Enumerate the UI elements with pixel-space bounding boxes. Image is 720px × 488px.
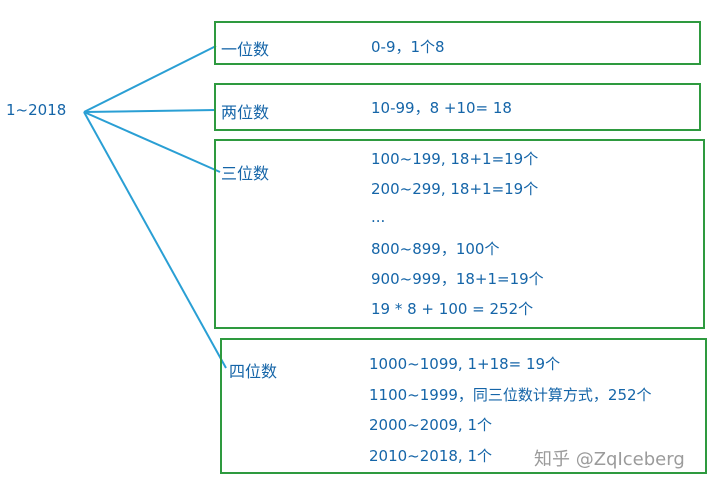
- group-box-4-digit: [220, 338, 707, 474]
- group-line: 1000~1099, 1+18= 19个: [369, 355, 561, 373]
- group-line: 200~299, 18+1=19个: [371, 180, 539, 198]
- root-label: 1~2018: [6, 101, 67, 119]
- group-line: ...: [371, 208, 386, 226]
- watermark: 知乎 @ZqIceberg: [534, 449, 685, 470]
- group-line: 1100~1999，同三位数计算方式，252个: [369, 386, 652, 404]
- connector-4-digit: [83, 111, 227, 369]
- group-line: 0-9，1个8: [371, 38, 445, 56]
- group-box-3-digit: [214, 139, 705, 329]
- group-title-3-digit: 三位数: [221, 164, 270, 183]
- group-box-1-digit: [214, 21, 701, 65]
- group-title-1-digit: 一位数: [221, 40, 270, 59]
- group-line: 2000~2009, 1个: [369, 416, 492, 434]
- group-title-2-digit: 两位数: [221, 103, 270, 122]
- group-line: 10-99，8 +10= 18: [371, 99, 512, 117]
- group-line: 900~999，18+1=19个: [371, 270, 544, 288]
- connector-2-digit: [83, 109, 217, 113]
- connector-1-digit: [83, 45, 217, 113]
- group-line: 100~199, 18+1=19个: [371, 150, 539, 168]
- group-line: 800~899，100个: [371, 240, 500, 258]
- connector-3-digit: [83, 111, 221, 173]
- group-line: 2010~2018, 1个: [369, 447, 492, 465]
- group-box-2-digit: [214, 83, 701, 131]
- group-title-4-digit: 四位数: [229, 362, 278, 381]
- group-line: 19 * 8 + 100 = 252个: [371, 300, 534, 318]
